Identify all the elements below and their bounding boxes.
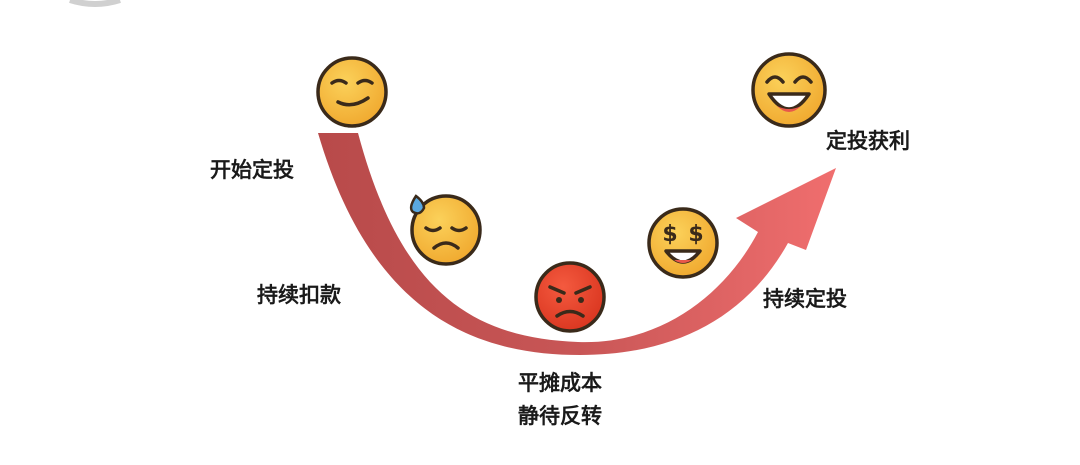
angry-face-icon (534, 261, 606, 333)
stage-label-start: 开始定投 (210, 158, 294, 182)
svg-text:$: $ (688, 222, 703, 247)
stage-label-continue-debit: 持续扣款 (257, 283, 342, 307)
u-curve-arrow (318, 133, 836, 355)
laughing-face-icon (751, 52, 827, 128)
stage-label-continue-dca: 持续定投 (763, 287, 847, 311)
money-eyes-face-icon: $ $ (647, 207, 719, 279)
sad-sweat-face-icon (409, 194, 482, 266)
stage-label-profit: 定投获利 (826, 129, 910, 153)
smirk-face-icon (316, 56, 388, 128)
sweat-drop-icon (409, 194, 426, 215)
svg-text:$: $ (662, 222, 677, 247)
stage-label-average-cost: 平摊成本 (518, 371, 602, 395)
corner-decoration (69, 0, 121, 7)
stage-label-await-reversal: 静待反转 (518, 404, 602, 428)
